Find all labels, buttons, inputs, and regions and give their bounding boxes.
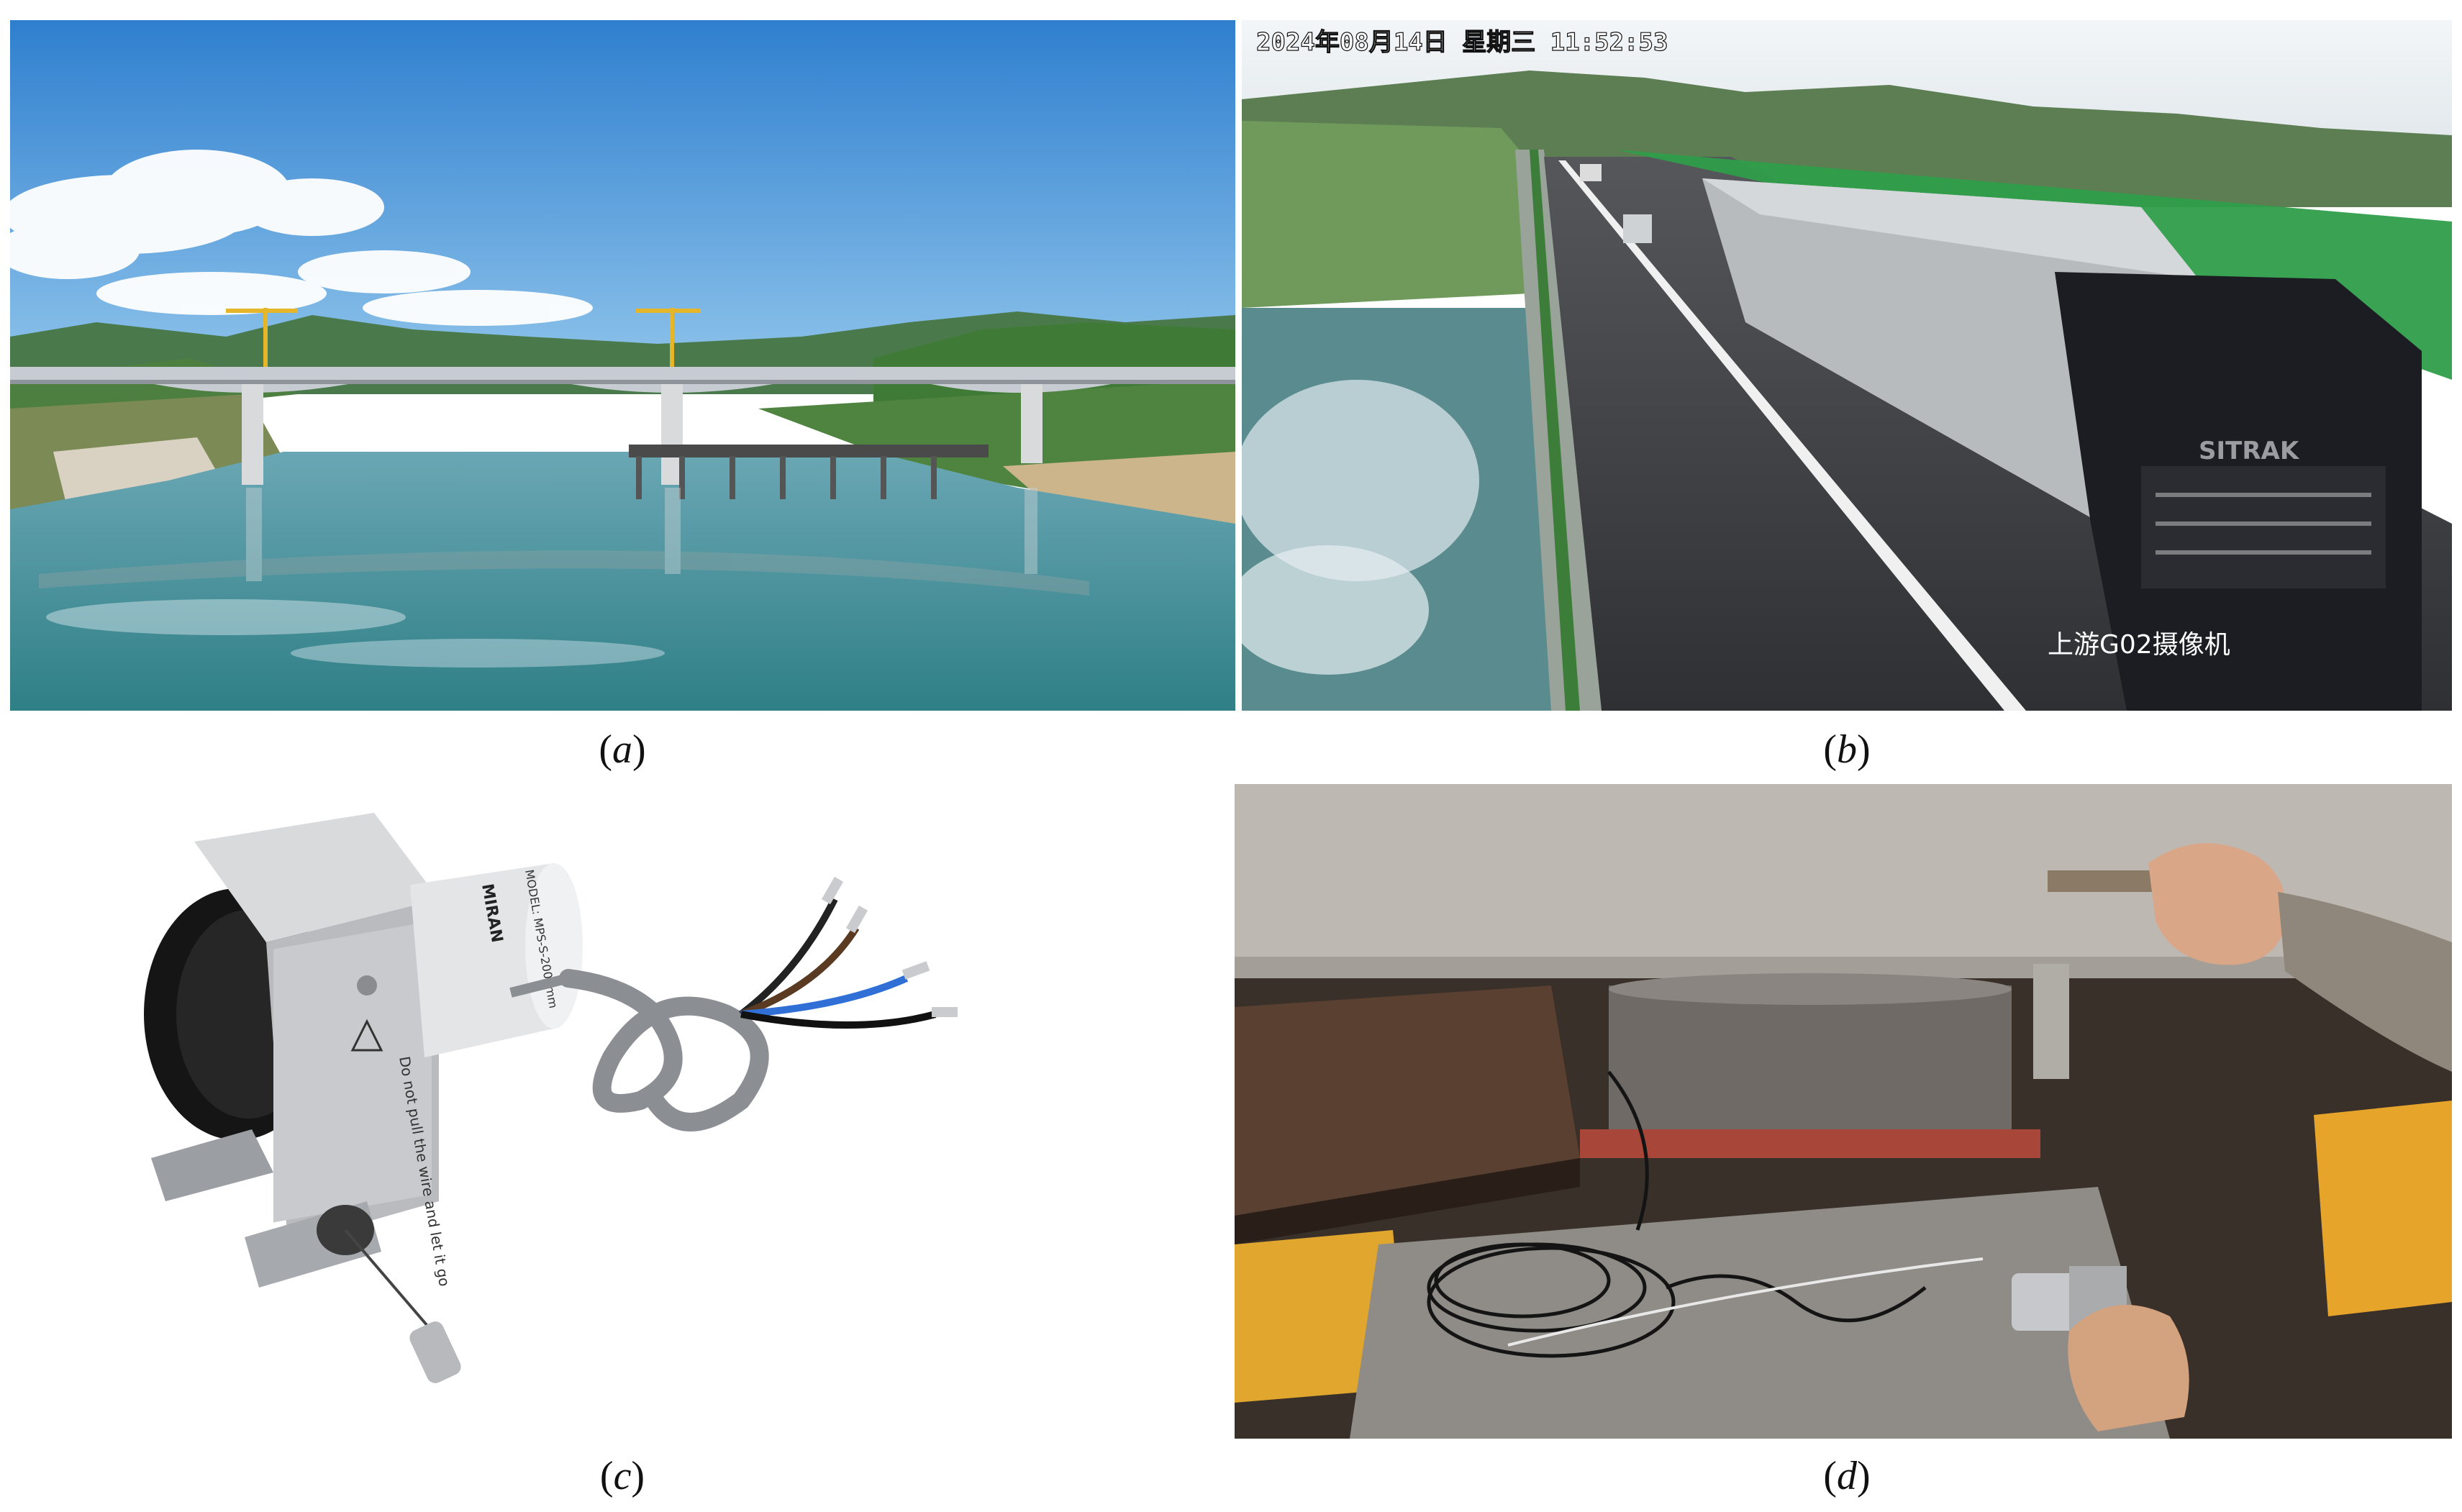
caption-letter: d [1837,1454,1857,1498]
caption-close: ) [1857,727,1871,772]
caption-a: (a) [550,727,694,773]
caption-close: ) [1857,1454,1871,1498]
caption-letter: b [1837,727,1857,772]
warning-triangle-icon [350,1019,383,1052]
caption-open: ( [599,1454,614,1498]
camera-label: 上游G02摄像机 [2048,630,2230,660]
caption-letter: c [613,1454,632,1498]
photo-sensor-installation [1235,784,2452,1439]
bridge-scene [10,20,1235,711]
truck-brand: SITRAK [2199,437,2300,465]
traffic-scene: SITRAK 2024年08月14日 星期三 11:52:53 上游G02摄像机 [1242,20,2452,711]
caption-close: ) [631,1454,645,1498]
camera-timestamp: 2024年08月14日 星期三 11:52:53 [1256,28,1668,57]
sensor-illustration: Do not pull the wire and let it go MIRAN… [108,798,1151,1446]
caption-close: ) [632,727,646,772]
photo-traffic-camera: SITRAK 2024年08月14日 星期三 11:52:53 上游G02摄像机 [1242,20,2452,711]
photo-displacement-sensor: Do not pull the wire and let it go MIRAN… [108,798,1151,1446]
caption-letter: a [612,727,632,772]
caption-open: ( [1823,1454,1837,1498]
photo-bridge-river [10,20,1235,711]
installation-scene [1235,784,2452,1439]
screw-icon [357,975,377,996]
caption-d: (d) [1775,1453,1919,1499]
caption-b: (b) [1775,727,1919,773]
caption-open: ( [1823,727,1837,772]
caption-open: ( [599,727,612,772]
caption-c: (c) [550,1453,694,1499]
